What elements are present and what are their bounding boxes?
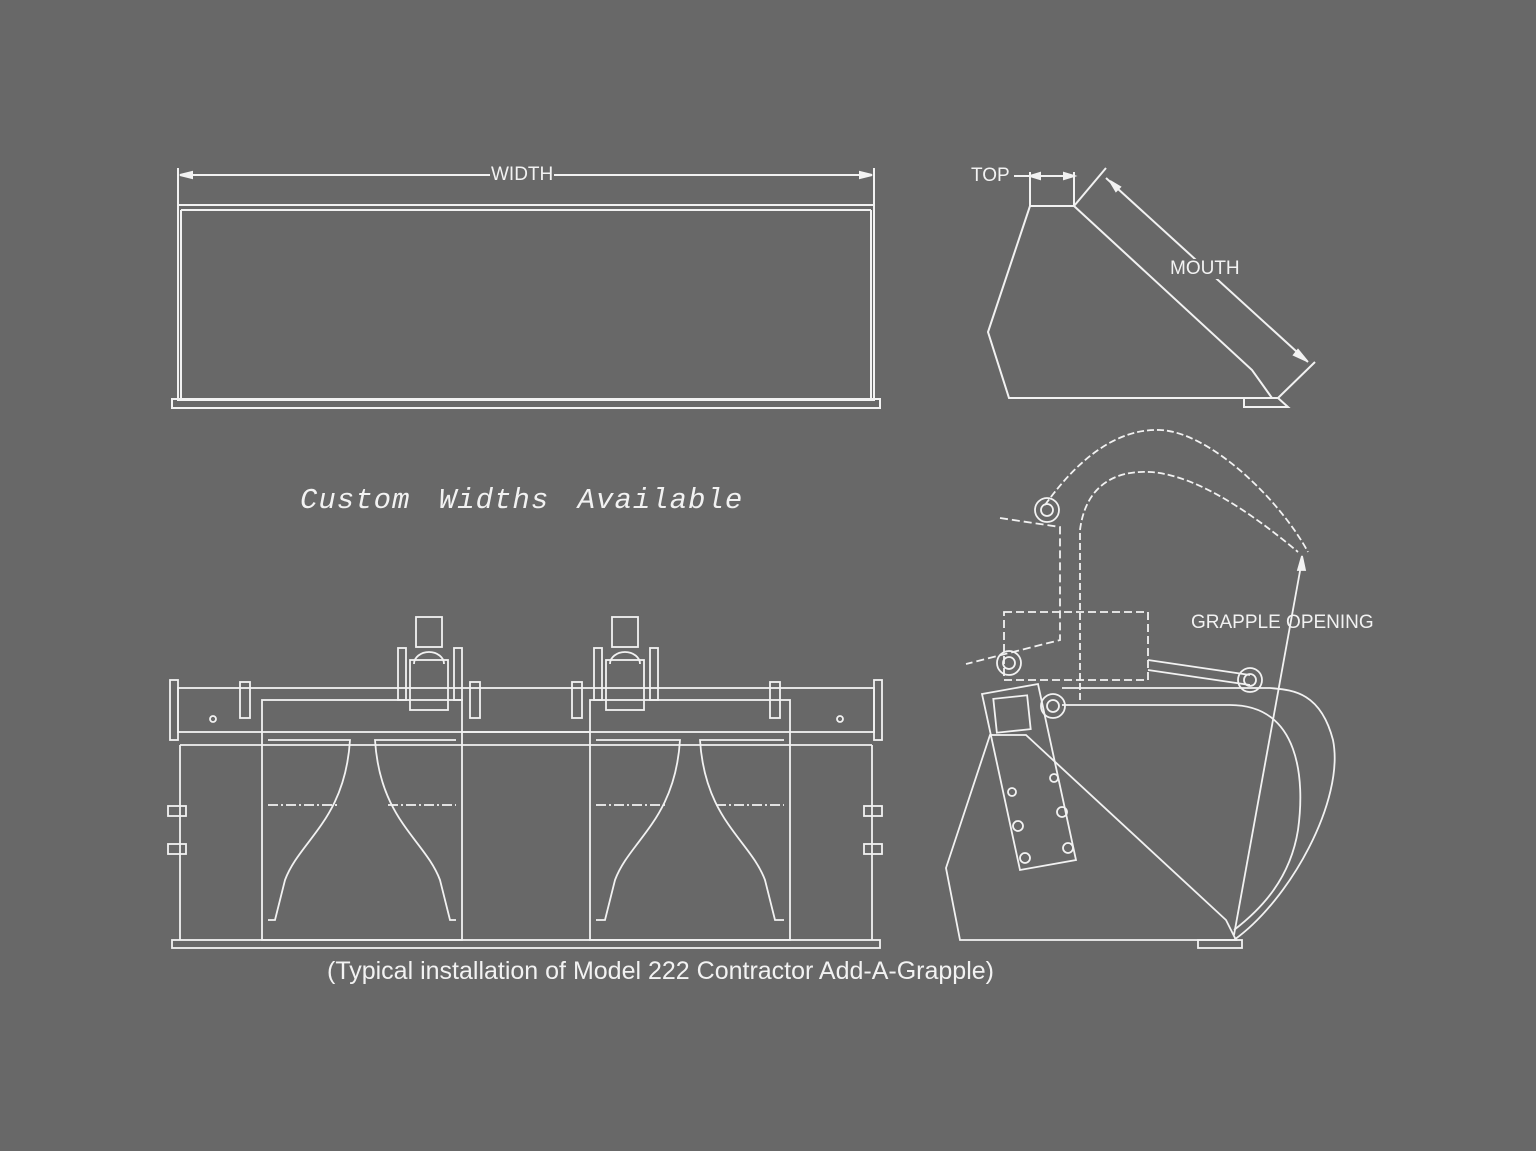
grapple-side-view <box>945 429 1336 949</box>
width-dimension-label: WIDTH <box>490 164 555 185</box>
bucket-front-view <box>171 168 881 409</box>
installation-caption: (Typical installation of Model 222 Contr… <box>327 957 994 985</box>
bucket-side-view <box>986 167 1316 408</box>
mouth-dimension-label: MOUTH <box>1169 258 1241 279</box>
top-dimension-label: TOP <box>970 165 1011 186</box>
grapple-front-view <box>167 616 883 949</box>
grapple-opening-label: GRAPPLE OPENING <box>1191 612 1374 633</box>
custom-widths-note: Custom Widths Available <box>300 484 744 517</box>
